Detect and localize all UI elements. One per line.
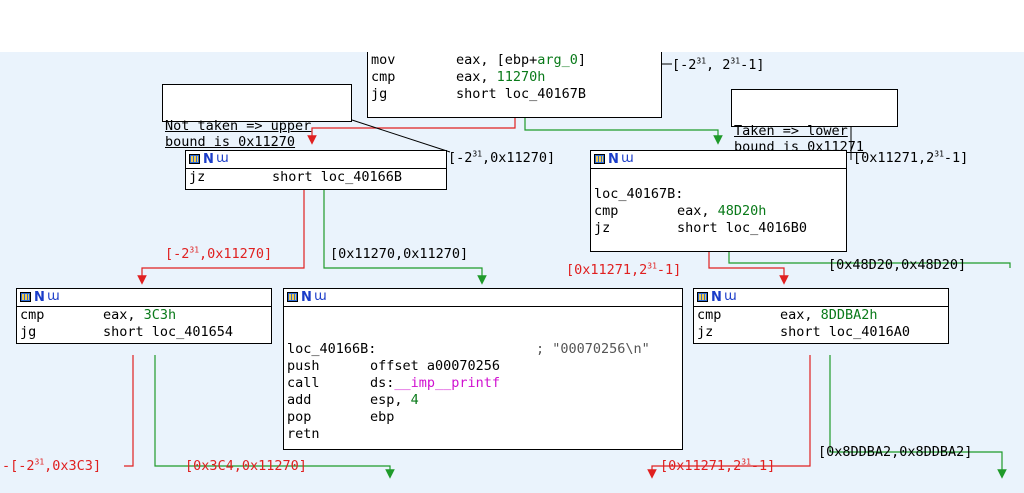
range-label-right-branch-green: [0x48D20,0x48D20] [828, 257, 967, 273]
range-label-entry: [-231, 231-1] [672, 56, 765, 73]
edge-entry-taken [524, 118, 723, 145]
graph-node-icon [20, 292, 31, 302]
n-icon: N [608, 152, 619, 167]
range-label-bl-not-taken: -[-231,0x3C3] [2, 457, 102, 474]
range-label-center-branch: [0x11270,0x11270] [330, 246, 469, 262]
asm-line: retn [287, 426, 320, 442]
edge-left-mid-not-taken [137, 190, 305, 285]
range-label-right-top: [0x11271,231-1] [853, 149, 969, 166]
edge-entry-not-taken [307, 118, 516, 145]
n-icon: N [203, 152, 214, 167]
edge-right-mid-not-taken [708, 252, 789, 285]
range-label-left-top: [-231,0x11270] [448, 149, 556, 166]
edge-bl-not-taken [124, 355, 134, 467]
range-label-left-branch: [-231,0x11270] [165, 245, 273, 262]
edge-br-taken [829, 355, 1007, 479]
edge-bl-taken [154, 355, 395, 479]
graph-node-icon [697, 292, 708, 302]
diagram-title [0, 0, 1024, 52]
graph-node-icon [594, 154, 605, 164]
graph-node-icon [189, 154, 200, 164]
edge-br-not-taken [647, 355, 811, 479]
n-icon: N [711, 290, 722, 305]
w-icon: ɯ [621, 151, 634, 166]
leader-not-taken-note [351, 119, 451, 153]
graph-node-icon [287, 292, 298, 302]
range-label-br-taken: [0x8DDBA2,0x8DDBA2] [818, 444, 973, 460]
w-icon: ɯ [314, 289, 327, 304]
w-icon: ɯ [724, 289, 737, 304]
w-icon: ɯ [216, 151, 229, 166]
range-label-br-not-taken: [0x11271,231-1] [660, 457, 776, 474]
range-label-right-branch-red: [0x11271,231-1] [566, 261, 682, 278]
edge-right-mid-taken [728, 252, 1011, 268]
asm-label: loc_40167B: [594, 186, 684, 202]
n-icon: N [34, 290, 45, 305]
n-icon: N [301, 290, 312, 305]
w-icon: ɯ [47, 289, 60, 304]
range-label-bl-taken: [0x3C4,0x11270] [185, 458, 307, 474]
asm-label: loc_40166B:; "00070256\n" [287, 341, 650, 357]
edge-left-mid-taken [323, 190, 487, 285]
